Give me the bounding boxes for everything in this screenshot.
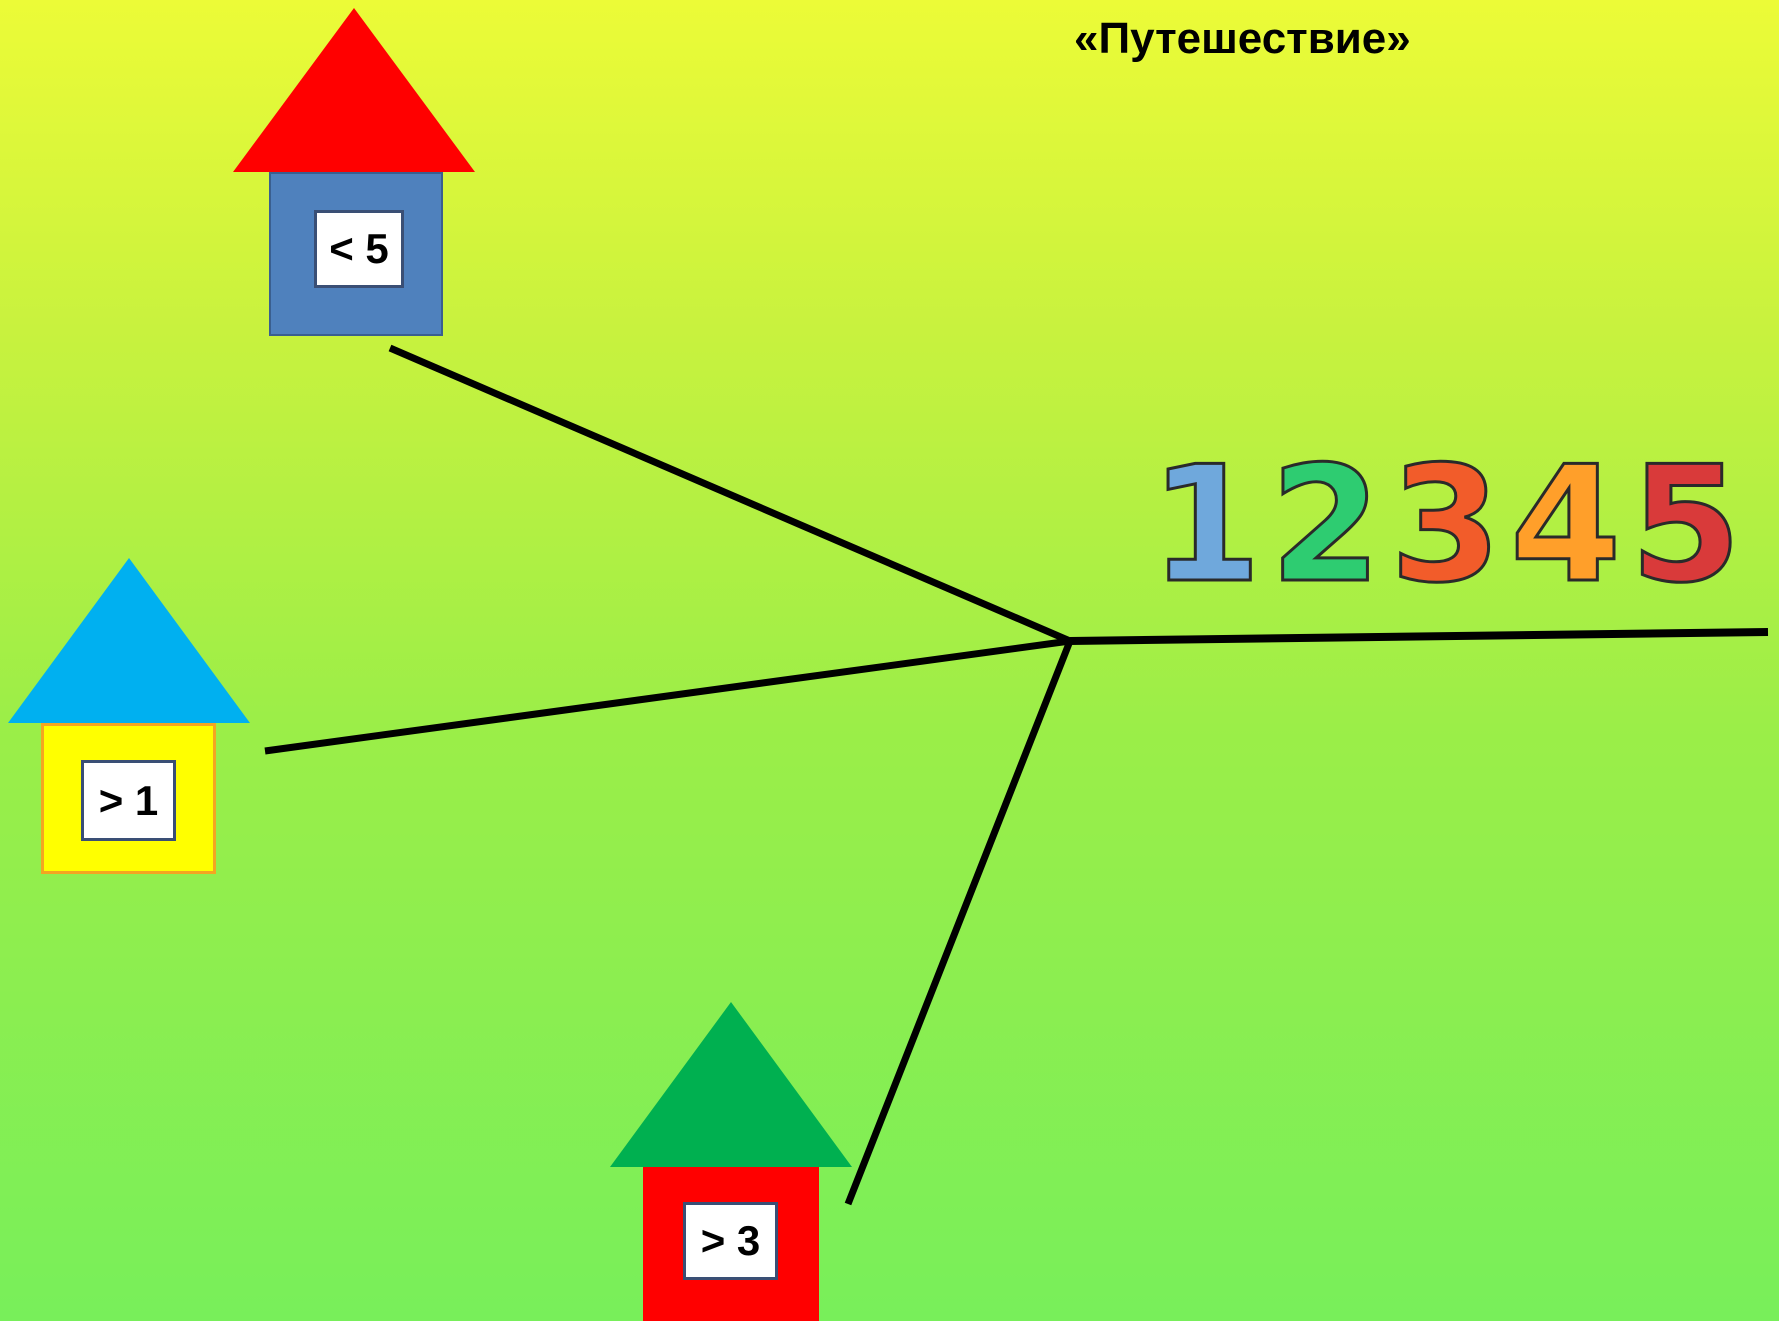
- path-to-left-house: [264, 637, 1071, 755]
- slide-title: «Путешествие»: [1074, 14, 1411, 63]
- digit-character-4: 4: [1509, 420, 1623, 635]
- digit-glyph: 4: [1509, 431, 1623, 618]
- path-to-bottom-house: [844, 639, 1074, 1206]
- digit-glyph: 3: [1389, 431, 1503, 618]
- house-wall: > 1: [41, 723, 216, 874]
- digit-glyph: 1: [1149, 431, 1263, 618]
- digit-character-1: 1: [1149, 420, 1263, 635]
- house-wall: > 3: [643, 1167, 819, 1321]
- house-label: < 5: [314, 210, 404, 288]
- house-roof: [233, 8, 475, 172]
- house-greater-than-1[interactable]: > 1: [8, 558, 250, 874]
- path-horizontal: [1069, 628, 1769, 645]
- house-roof: [8, 558, 250, 723]
- digit-character-2: 2: [1269, 420, 1383, 635]
- digit-glyph: 2: [1269, 431, 1383, 618]
- house-greater-than-3[interactable]: > 3: [610, 1002, 852, 1321]
- house-label: > 3: [683, 1202, 778, 1280]
- digit-character-3: 3: [1389, 420, 1503, 635]
- digit-glyph: 5: [1629, 431, 1743, 618]
- house-roof: [610, 1002, 852, 1167]
- path-to-top-house: [388, 344, 1072, 645]
- house-less-than-5[interactable]: < 5: [233, 8, 475, 336]
- house-wall: < 5: [269, 172, 443, 336]
- house-label: > 1: [81, 760, 176, 841]
- number-characters: 1 2 3 4 5: [1149, 420, 1750, 635]
- digit-character-5: 5: [1629, 420, 1743, 635]
